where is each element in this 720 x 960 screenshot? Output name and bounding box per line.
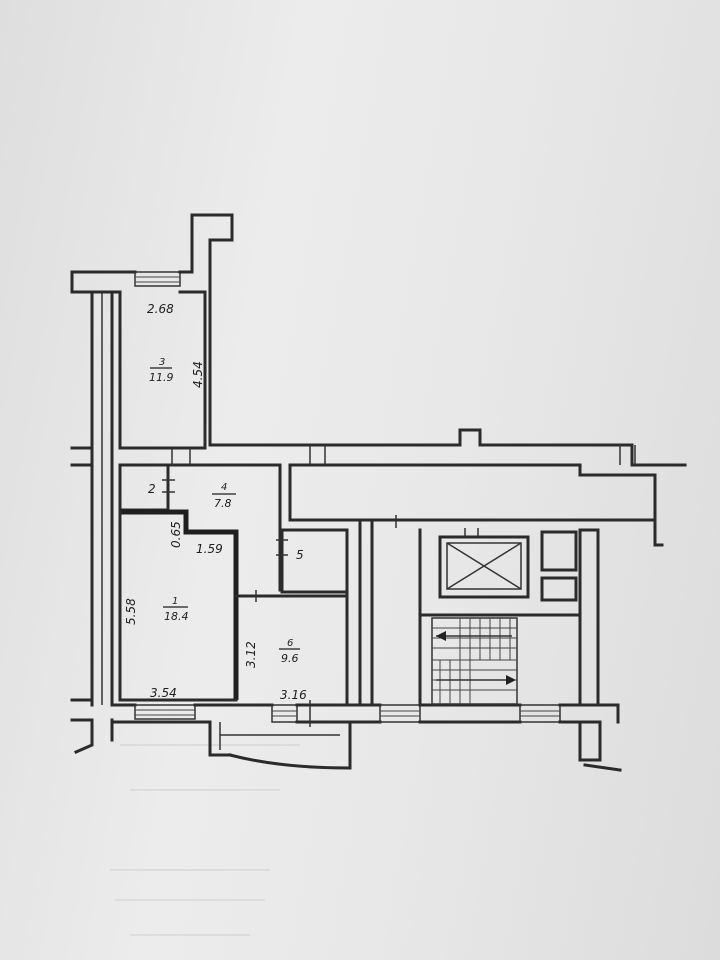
interior-walls (118, 448, 397, 727)
room-6-area: 9.6 (281, 652, 299, 665)
room-3-labels: 2.68 4.54 3 11.9 (147, 302, 205, 388)
room-1-number: 1 (172, 596, 178, 607)
stair-arrow-down-icon (506, 675, 516, 685)
stair-arrow-up-icon (436, 631, 446, 641)
room-3-height: 4.54 (191, 361, 205, 388)
room-5-labels: 5 (296, 548, 304, 562)
room-1-labels: 1 18.4 5.58 3.54 (124, 596, 189, 700)
room-6-number: 6 (287, 638, 293, 649)
stair-treads (432, 618, 517, 704)
room-6-width: 3.16 (280, 688, 307, 702)
room-3-width: 2.68 (147, 302, 174, 316)
room-1-area: 18.4 (164, 610, 189, 623)
room-5-number: 5 (296, 548, 304, 562)
room-4-number: 4 (221, 482, 227, 493)
room-1-width: 3.54 (150, 686, 177, 700)
room-6-height: 3.12 (244, 641, 258, 668)
room-1-height: 5.58 (124, 598, 138, 625)
paper-lines (110, 744, 300, 936)
room-4-area: 7.8 (214, 497, 232, 510)
room-2-number: 2 (148, 482, 156, 496)
room-6-labels: 6 9.6 3.12 3.16 (244, 638, 307, 702)
room-2-labels: 2 (148, 482, 156, 496)
room-3-number: 3 (159, 357, 165, 368)
room-4-labels: 4 7.8 0.65 1.59 (169, 482, 236, 556)
room-3-area: 11.9 (149, 371, 174, 384)
room-4-dim-b: 1.59 (196, 542, 223, 556)
stair-core (418, 528, 582, 707)
room-4-dim-a: 0.65 (169, 521, 183, 548)
outer-walls (70, 213, 687, 772)
